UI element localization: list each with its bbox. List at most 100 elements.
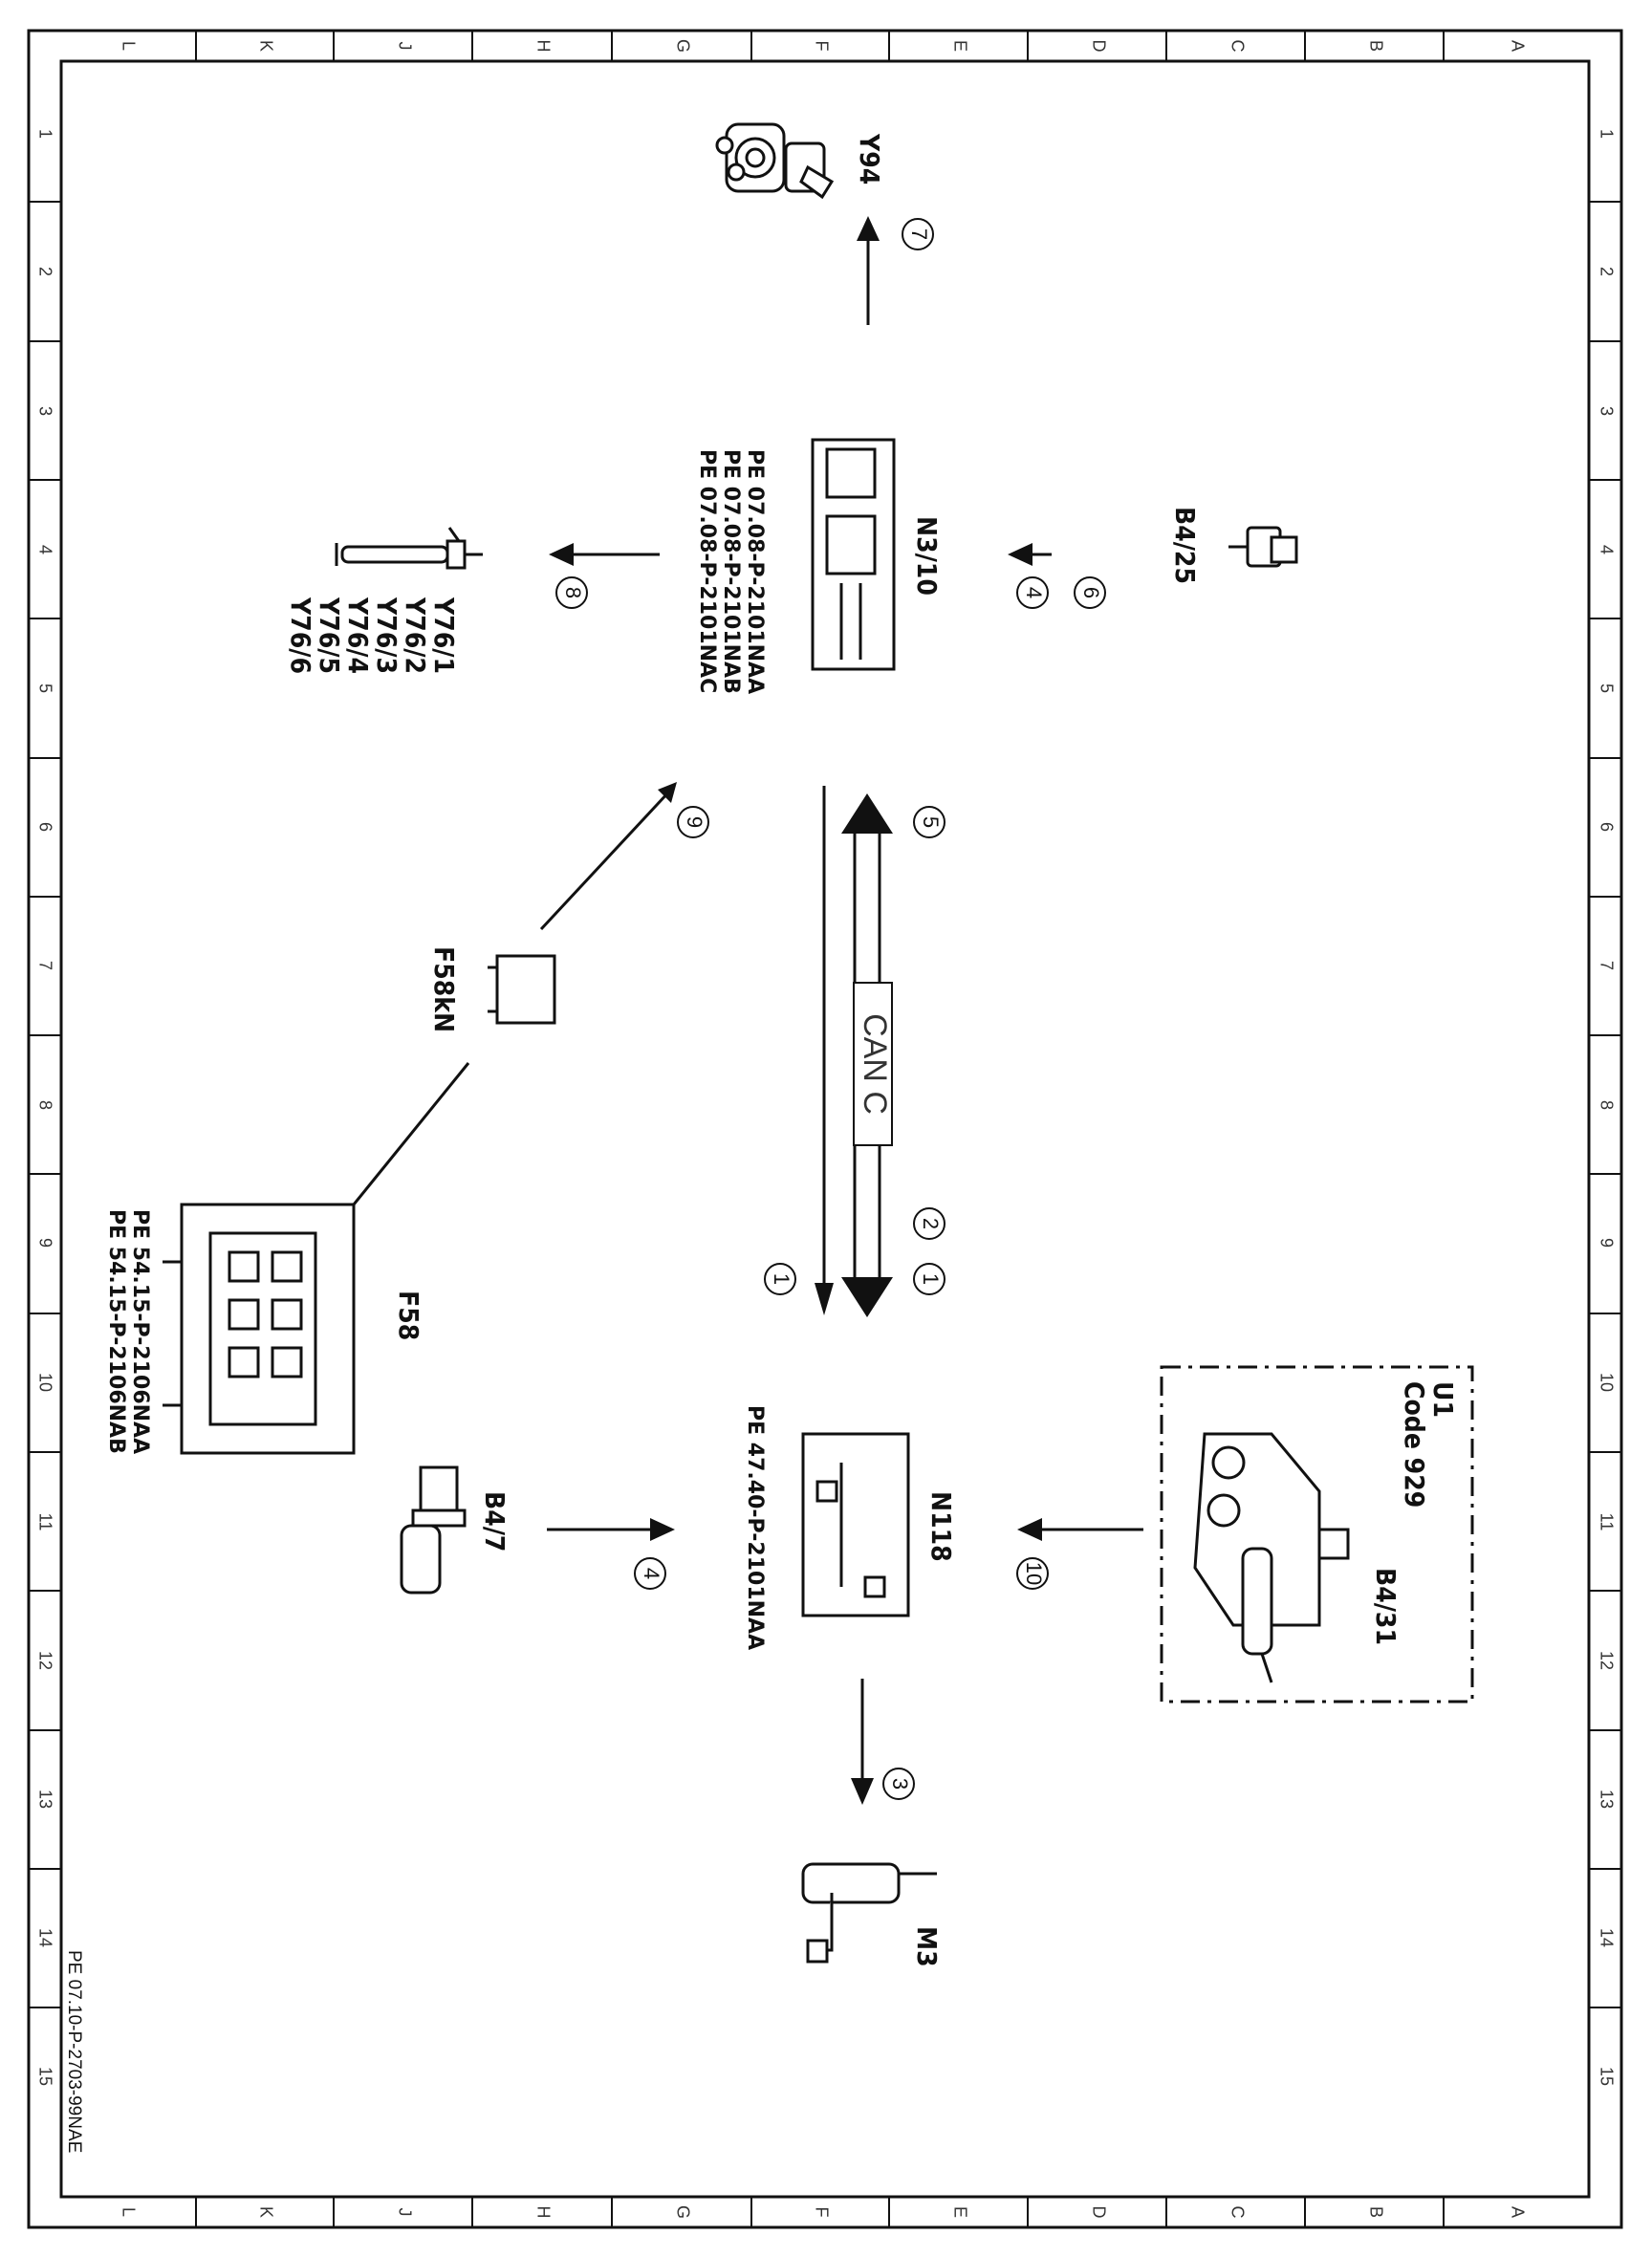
signal-2-label: 2	[919, 1218, 943, 1229]
row-label: 7	[1597, 961, 1616, 970]
y76-2-label: Y76/2	[400, 597, 431, 674]
u1-dashed-box	[1160, 1365, 1474, 1704]
row-label: 10	[35, 1373, 54, 1392]
row-label: 5	[1597, 684, 1616, 693]
row-label: 4	[1597, 545, 1616, 554]
n3-10-ref-b: PE 07.08-P-2101NAB	[719, 449, 743, 694]
col-label: H	[533, 40, 553, 53]
row-label: 5	[35, 684, 54, 693]
col-label: L	[119, 2207, 138, 2217]
col-label: J	[395, 2208, 414, 2217]
row-label: 8	[1597, 1100, 1616, 1110]
col-label: A	[1508, 2206, 1527, 2218]
row-label: 15	[1597, 2067, 1616, 2086]
signal-7-label: 7	[907, 228, 931, 240]
f58-to-f58kn-line	[352, 1062, 470, 1205]
signal-5-label: 5	[919, 816, 943, 828]
arrowhead-1	[815, 1283, 834, 1315]
b4-25-sensor-icon	[1228, 526, 1298, 568]
signal-8-label: 8	[561, 587, 585, 598]
outer-frame	[27, 29, 1623, 2229]
row-label: 4	[35, 545, 54, 554]
n118-label: N118	[925, 1491, 957, 1562]
col-label: E	[950, 2206, 969, 2218]
u1-label: U1	[1427, 1381, 1459, 1418]
y76-4-label: Y76/4	[342, 597, 374, 674]
col-label: F	[812, 41, 831, 52]
can-bus-label-box	[853, 982, 893, 1146]
arrow-9	[539, 790, 671, 931]
row-label: 8	[35, 1100, 54, 1110]
b4-7-sensor-icon	[400, 1465, 467, 1595]
y76-1-label: Y76/1	[428, 597, 460, 674]
row-label: 9	[1597, 1238, 1616, 1248]
column-labels-bottom: L K J H G F E D C B A	[119, 2205, 1527, 2219]
row-labels-right: 1 2 3 4 5 6 7 8 9 10 11 12 13 14 15	[1597, 129, 1616, 2086]
y76-injector-icon	[335, 527, 483, 570]
n118-ref-a: PE 47.40-P-2101NAA	[743, 1405, 767, 1650]
f58-fusebox-icon	[163, 1203, 356, 1455]
y94-valve-icon	[715, 122, 835, 200]
col-label: F	[812, 2207, 831, 2218]
col-label: J	[395, 42, 414, 51]
f58-ref-b: PE 54.15-P-2106NAB	[104, 1209, 128, 1454]
signal-4-marker-b47: 4	[634, 1557, 666, 1590]
signal-3-marker: 3	[882, 1768, 915, 1800]
signal-7-marker: 7	[902, 218, 934, 250]
col-label: A	[1508, 40, 1527, 52]
row-label: 11	[35, 1513, 54, 1531]
signal-3-label: 3	[888, 1778, 912, 1790]
arrowhead-4-b47	[650, 1518, 675, 1541]
inner-frame	[59, 59, 1591, 2199]
n3-10-ecu-icon	[811, 438, 896, 671]
col-label: C	[1228, 40, 1247, 53]
signal-8-marker: 8	[555, 576, 588, 609]
signal-markers: 7 6 4 8 5 9 2 1	[555, 218, 1106, 1800]
col-label: G	[673, 39, 692, 53]
row-label: 14	[1597, 1928, 1616, 1947]
can-bus-arrowhead-top	[841, 793, 893, 834]
col-label: D	[1089, 2206, 1108, 2219]
document-code: PE 07.10-P-2703-99NAE	[64, 1950, 84, 2153]
row-label: 7	[35, 961, 54, 970]
column-ticks	[195, 31, 1445, 2227]
signal-9-marker: 9	[677, 806, 709, 838]
col-label: C	[1228, 2206, 1247, 2219]
f58kn-relay-icon	[488, 954, 556, 1025]
row-label: 13	[35, 1790, 54, 1809]
arrowhead-3	[851, 1778, 874, 1805]
col-label: K	[256, 2206, 275, 2218]
b4-31-label: B4/31	[1370, 1568, 1402, 1645]
m3-fuel-pump-icon	[801, 1862, 937, 1964]
n3-10-label: N3/10	[911, 516, 943, 596]
y76-6-label: Y76/6	[285, 597, 316, 674]
signal-1-label: 1	[770, 1273, 793, 1285]
row-label: 15	[35, 2067, 54, 2086]
b4-25-label: B4/25	[1169, 507, 1201, 584]
can-bus-arrowhead-bottom	[841, 1277, 893, 1317]
row-label: 10	[1597, 1373, 1616, 1392]
n3-10-ref-a: PE 07.08-P-2101NAA	[743, 449, 767, 694]
y76-5-label: Y76/5	[314, 597, 345, 674]
col-label: K	[256, 40, 275, 52]
signal-2-marker: 2	[913, 1207, 946, 1240]
col-label: B	[1366, 40, 1385, 52]
row-label: 2	[1597, 267, 1616, 276]
signal-4-label: 4	[640, 1568, 663, 1579]
m3-label: M3	[911, 1926, 943, 1967]
row-label: 3	[1597, 406, 1616, 416]
arrowhead-7	[857, 216, 880, 241]
row-label: 2	[35, 267, 54, 276]
signal-5-marker: 5	[913, 806, 946, 838]
signal-6-marker: 6	[1074, 576, 1106, 609]
signal-1-marker-line: 1	[764, 1263, 796, 1295]
row-ticks	[29, 201, 1621, 2008]
can-bus-label: CAN C	[857, 1013, 893, 1115]
b4-7-label: B4/7	[479, 1491, 511, 1552]
signal-4-label: 4	[1022, 587, 1046, 598]
row-label: 14	[35, 1928, 54, 1947]
arrowhead-9	[658, 782, 677, 803]
row-label: 11	[1597, 1513, 1616, 1531]
arrowhead-6-4	[1008, 543, 1032, 566]
